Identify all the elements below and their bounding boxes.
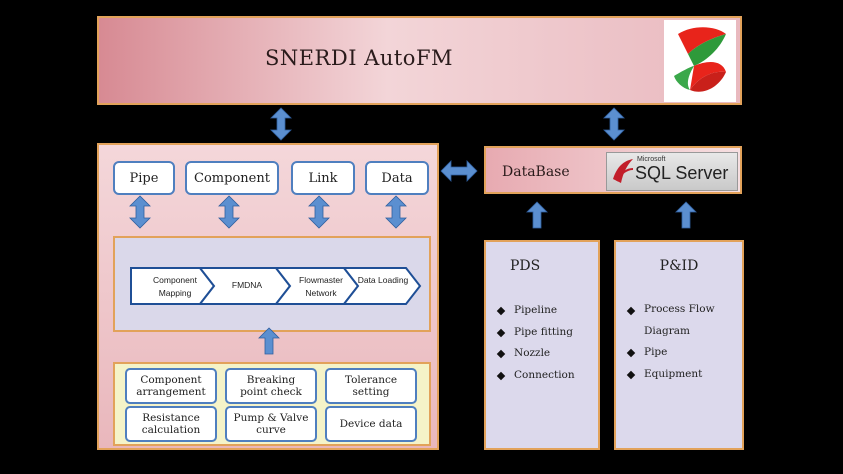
modules-flow-up-arrow-icon [258,327,280,355]
sql-vendor-label: Microsoft [637,156,666,163]
data-flow-double-arrow-icon [385,195,407,229]
pds-source: PDS Pipeline Pipe fitting Nozzle Connect… [484,240,600,450]
flow-step-label: Flowmaster Network [299,275,343,298]
header-left-double-arrow-icon [270,107,292,141]
flow-step-label: Component Mapping [153,275,197,298]
database-box: DataBase Microsoft SQL Server [484,146,742,194]
module-box: Breaking point check [225,368,317,404]
app-title: SNERDI AutoFM [264,46,454,70]
component-tab: Component [185,161,279,195]
conversion-flow: Component Mapping FMDNA Flowmaster Netwo… [113,236,431,332]
modeling-panel: Pipe Component Link Data Component Mappi… [97,143,439,450]
pid-database-up-arrow-icon [675,201,697,229]
flow-step-data-loading [341,267,422,305]
pds-title: PDS [510,258,541,274]
pipe-tab: Pipe [113,161,175,195]
pid-source: P&ID Process Flow Diagram Pipe Equipment [614,240,744,450]
module-box: Device data [325,406,417,442]
pipe-flow-double-arrow-icon [129,195,151,229]
module-box: Component arrangement [125,368,217,404]
list-item: Pipe fitting [496,326,575,348]
module-box: Tolerance setting [325,368,417,404]
module-box: Pump & Valve curve [225,406,317,442]
link-flow-double-arrow-icon [308,195,330,229]
link-tab: Link [291,161,355,195]
flow-step-label: Data Loading [357,275,409,285]
app-header: SNERDI AutoFM [97,16,742,105]
component-flow-double-arrow-icon [218,195,240,229]
sql-server-logo: Microsoft SQL Server [606,152,738,191]
flow-step-label: FMDNA [231,280,263,290]
flow-chevrons [130,267,422,305]
list-item: Pipeline [496,304,575,326]
list-item: Process Flow Diagram [626,303,715,346]
header-database-double-arrow-icon [603,107,625,141]
function-modules: Component arrangement Breaking point che… [113,362,431,446]
autofm-ribbon-logo-icon [664,20,736,102]
sql-server-icon [613,159,634,183]
sql-product-label: SQL Server [635,163,729,183]
list-item: Nozzle [496,347,575,369]
list-item: Equipment [626,368,715,390]
data-tab: Data [365,161,429,195]
module-box: Resistance calculation [125,406,217,442]
pid-title: P&ID [659,258,699,274]
list-item: Pipe [626,346,715,368]
panel-database-double-arrow-icon [440,160,478,182]
pds-list: Pipeline Pipe fitting Nozzle Connection [496,304,575,390]
database-label: DataBase [502,164,570,180]
pds-database-up-arrow-icon [526,201,548,229]
pid-list: Process Flow Diagram Pipe Equipment [626,303,715,390]
list-item: Connection [496,369,575,391]
